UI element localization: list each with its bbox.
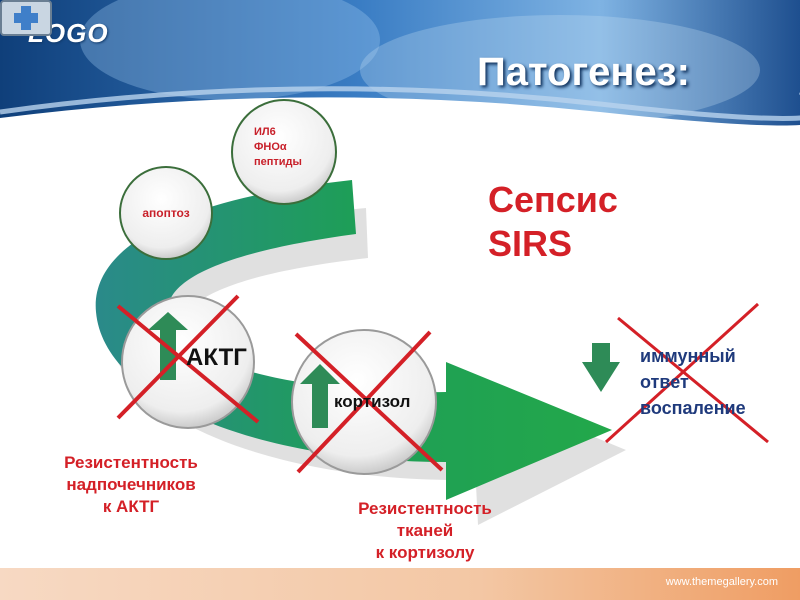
medical-cross-icon — [0, 0, 52, 36]
header-background — [0, 0, 800, 150]
immune-line: воспаление — [640, 398, 746, 418]
cytokine-item: ФНОα — [254, 141, 287, 153]
cytokines-label: ИЛ6 ФНОα пептиды — [254, 125, 302, 170]
sepsis-line: Сепсис — [488, 179, 618, 220]
cortisol-label: кортизол — [334, 392, 411, 411]
immune-cross-line — [617, 316, 769, 444]
resistance-line: к АКТГ — [102, 497, 160, 516]
actg-cross-line — [116, 304, 260, 424]
resistance-line: Резистентность — [64, 453, 198, 472]
header-banner: LOGO Патогенез: — [0, 0, 800, 150]
cortisol-increase-arrow — [300, 364, 340, 428]
resistance-line: к кортизолу — [375, 543, 475, 562]
adrenal-resistance-label: Резистентность надпочечников к АКТГ — [26, 452, 236, 518]
sepsis-label: Сепсис SIRS — [488, 178, 618, 266]
cytokine-item: ИЛ6 — [254, 126, 276, 138]
apoptosis-label: апоптоз — [142, 206, 190, 220]
cortisol-cross-line — [294, 332, 444, 472]
resistance-line: надпочечников — [66, 475, 196, 494]
immune-line: иммунный — [640, 346, 736, 366]
cytokine-item: пептиды — [254, 156, 302, 168]
immune-line: ответ — [640, 372, 689, 392]
cytokines-circle — [231, 99, 337, 205]
curved-arrow — [95, 180, 612, 500]
resistance-line: Резистентность — [358, 499, 492, 518]
immune-cross-line — [604, 302, 760, 444]
actg-cross-line — [116, 294, 240, 420]
footer-url[interactable]: www.themegallery.com — [665, 576, 778, 588]
footer-bar: www.themegallery.com — [0, 568, 800, 600]
actg-label: АКТГ — [186, 344, 247, 371]
immune-response-label: иммунный ответ воспаление — [640, 343, 746, 421]
sepsis-line: SIRS — [488, 223, 573, 264]
apoptosis-circle — [119, 166, 213, 260]
immune-decrease-arrow — [582, 343, 620, 392]
page-title: Патогенез: — [476, 50, 690, 94]
tissue-resistance-label: Резистентность тканей к кортизолу — [330, 498, 520, 564]
resistance-line: тканей — [396, 521, 454, 540]
cortisol-cross-line — [296, 330, 432, 474]
